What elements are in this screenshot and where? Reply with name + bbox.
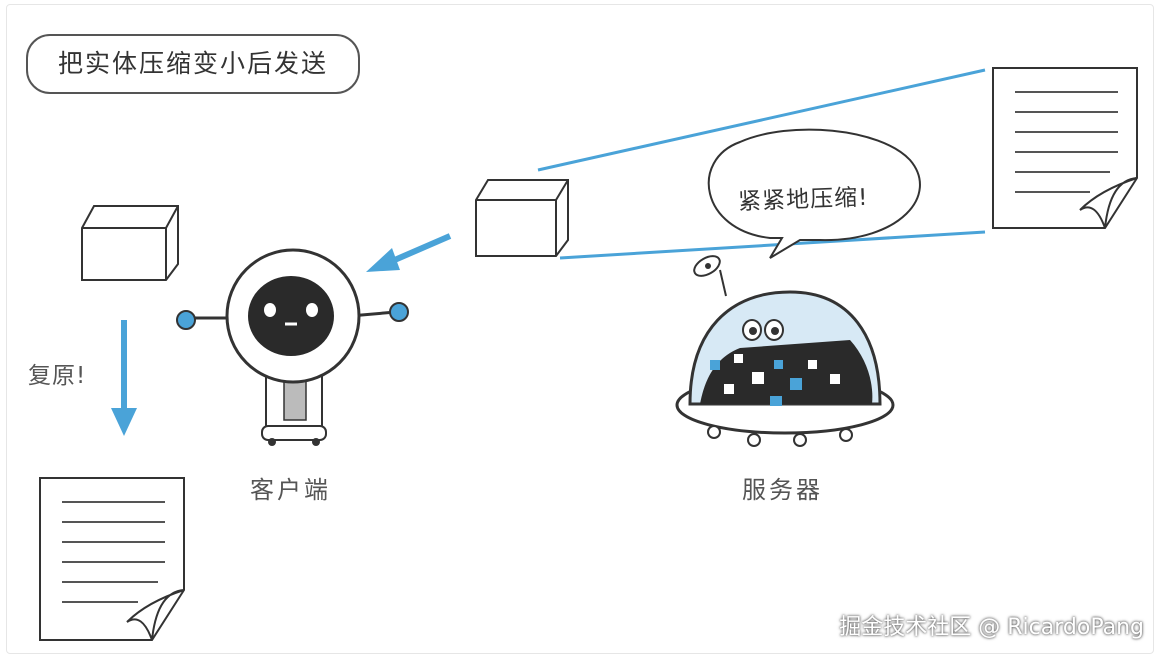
figure-frame xyxy=(6,4,1154,654)
compression-line-bottom xyxy=(559,230,986,260)
diagram-title: 把实体压缩变小后发送 xyxy=(26,34,360,94)
compressed-box-icon xyxy=(475,179,569,257)
client-robot-icon xyxy=(176,248,409,446)
received-box-icon xyxy=(81,205,179,281)
watermark: 掘金技术社区 @ RicardoPang xyxy=(839,615,1144,640)
restore-label: 复原! xyxy=(28,363,87,389)
server-label: 服务器 xyxy=(742,476,823,504)
compression-line-top xyxy=(537,68,986,172)
speech-bubble-text: 紧紧地压缩! xyxy=(737,184,869,216)
client-label: 客户端 xyxy=(250,476,331,504)
speech-bubble xyxy=(707,128,921,259)
restore-arrow xyxy=(111,320,137,436)
original-document-icon xyxy=(992,67,1138,229)
send-arrow xyxy=(366,233,452,272)
restored-document-icon xyxy=(39,477,185,641)
server-robot-icon xyxy=(675,255,895,447)
